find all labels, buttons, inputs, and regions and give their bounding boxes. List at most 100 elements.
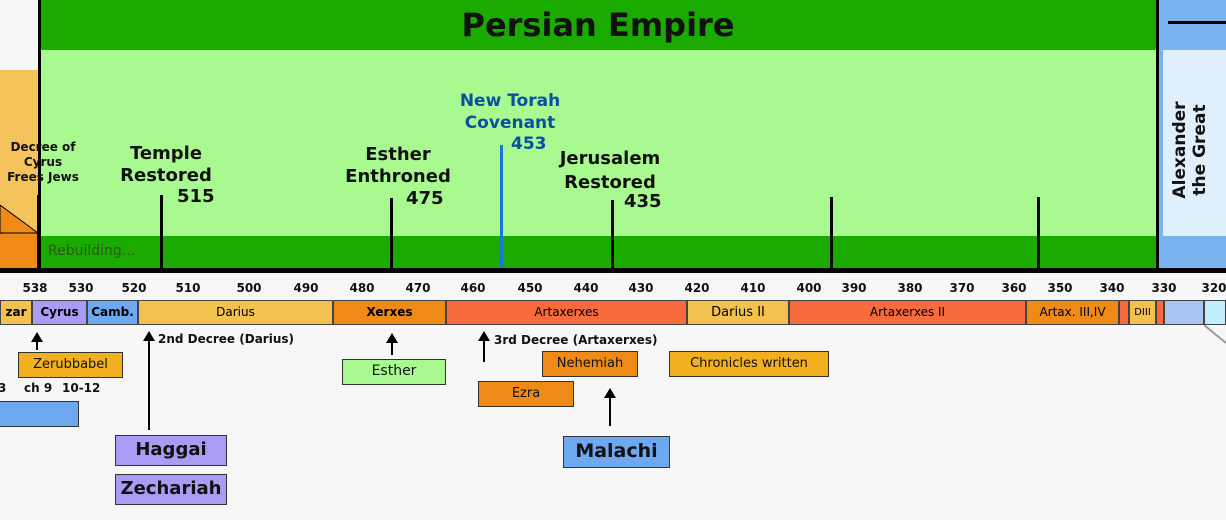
- reign-darius2: Darius II: [687, 300, 789, 325]
- esther-arrow-shaft: [391, 341, 393, 355]
- torah-line2: Covenant: [464, 113, 556, 133]
- tick-510: 510: [175, 281, 201, 295]
- esther-line2: Enthroned: [345, 166, 451, 187]
- persian-empire-top-band: [40, 0, 1156, 50]
- persian-empire-bottom-band: [40, 236, 1156, 268]
- tick-400: 400: [796, 281, 822, 295]
- ezra-chapter-10-12: 10-12: [62, 381, 101, 395]
- torah-label: New Torah Covenant: [446, 90, 574, 134]
- reign-after-alexander: [1204, 300, 1226, 325]
- ezra-chapter-9: ch 9: [24, 381, 53, 395]
- jerusalem-line1: Jerusalem: [559, 148, 661, 169]
- tick-330: 330: [1151, 281, 1177, 295]
- reign-diii: DIII: [1129, 300, 1156, 325]
- decree-cyrus-label: Decree of Cyrus Frees Jews: [0, 140, 86, 185]
- prior-era-band-dark: [0, 232, 38, 268]
- temple-marker: [160, 195, 163, 268]
- reign-artaxerxes: Artaxerxes: [446, 300, 687, 325]
- jerusalem-label: Jerusalem Restored: [548, 147, 672, 195]
- tick-480: 480: [349, 281, 375, 295]
- torah-year: 453: [511, 134, 547, 154]
- prior-era-wedge: [0, 205, 40, 234]
- tick-440: 440: [573, 281, 599, 295]
- nehemiah-box: Nehemiah: [542, 351, 638, 377]
- reign-artaxerxes2: Artaxerxes II: [789, 300, 1026, 325]
- tick-360: 360: [1001, 281, 1027, 295]
- tick-460: 460: [460, 281, 486, 295]
- timeline-axis: [0, 268, 1226, 273]
- alexander-label-line2: the Great: [1190, 104, 1210, 196]
- darius-decree-arrow-head: [143, 331, 155, 341]
- esther-book-box: Esther: [342, 359, 446, 385]
- tick-340: 340: [1099, 281, 1125, 295]
- cyrus-arrow-shaft: [36, 340, 38, 350]
- temple-year: 515: [177, 186, 215, 207]
- reign-darius: Darius: [138, 300, 333, 325]
- decree-cyrus-line3: Frees Jews: [7, 170, 79, 184]
- esther-marker: [390, 198, 393, 268]
- temple-line1: Temple: [129, 143, 203, 164]
- ezra-chapters-bar: [0, 401, 79, 427]
- empire-left-border: [38, 0, 41, 270]
- artaxerxes-decree-arrow-shaft: [483, 340, 485, 362]
- darius-decree-arrow-shaft: [148, 340, 150, 430]
- chronicles-box: Chronicles written: [669, 351, 829, 377]
- tick-500: 500: [236, 281, 262, 295]
- tick-420: 420: [684, 281, 710, 295]
- jerusalem-line2: Restored: [564, 172, 656, 193]
- decree-cyrus-line2: Cyrus: [23, 155, 63, 169]
- torah-marker: [500, 145, 503, 268]
- tick-430: 430: [628, 281, 654, 295]
- zerubbabel-box: Zerubbabel: [18, 352, 123, 378]
- jerusalem-year: 435: [624, 191, 662, 212]
- malachi-arrow-head: [604, 388, 616, 398]
- jerusalem-marker: [611, 200, 614, 268]
- ezra-chapter-3: 3: [0, 381, 7, 395]
- malachi-arrow-shaft: [609, 398, 611, 426]
- tick-350: 350: [1047, 281, 1073, 295]
- malachi-box: Malachi: [563, 436, 670, 468]
- reign-artax34: Artax. III,IV: [1026, 300, 1119, 325]
- cyrus-arrow-head: [31, 332, 43, 342]
- tick-450: 450: [517, 281, 543, 295]
- tick-390: 390: [841, 281, 867, 295]
- alexander-label: Alexander the Great: [1160, 90, 1220, 200]
- decree-cyrus-line1: Decree of: [10, 140, 76, 154]
- tick-380: 380: [897, 281, 923, 295]
- marker-358: [1037, 197, 1040, 268]
- reign-alexander: [1164, 300, 1204, 325]
- alexander-border: [1156, 0, 1159, 270]
- temple-label: Temple Restored: [110, 143, 222, 187]
- tick-490: 490: [293, 281, 319, 295]
- tick-530: 530: [68, 281, 94, 295]
- esther-line1: Esther: [365, 144, 431, 165]
- marker-397: [830, 197, 833, 268]
- reign-filler-1: [1119, 300, 1129, 325]
- temple-line2: Restored: [120, 165, 212, 186]
- zechariah-box: Zechariah: [115, 474, 227, 505]
- rebuilding-label: Rebuilding...: [48, 243, 136, 259]
- esther-label: Esther Enthroned: [336, 144, 460, 188]
- right-edge-connector: [1204, 325, 1226, 344]
- reign-xerxes: Xerxes: [333, 300, 446, 325]
- torah-line1: New Torah: [459, 91, 561, 111]
- artaxerxes-decree-arrow-head: [478, 331, 490, 341]
- tick-410: 410: [740, 281, 766, 295]
- ezra-box: Ezra: [478, 381, 574, 407]
- alexander-label-line1: Alexander: [1170, 101, 1190, 199]
- tick-470: 470: [405, 281, 431, 295]
- esther-arrow-head: [386, 333, 398, 343]
- alexander-inner-band: [1163, 50, 1226, 236]
- esther-year: 475: [406, 188, 444, 209]
- empire-title: Persian Empire: [461, 6, 735, 44]
- tick-520: 520: [121, 281, 147, 295]
- reign-cambyses: Camb.: [87, 300, 138, 325]
- reign-zar: zar: [0, 300, 32, 325]
- reign-cyrus: Cyrus: [32, 300, 87, 325]
- reign-filler-2: [1156, 300, 1164, 325]
- tick-320: 320: [1201, 281, 1226, 295]
- tick-538: 538: [22, 281, 48, 295]
- third-decree-label: 3rd Decree (Artaxerxes): [494, 333, 658, 347]
- haggai-box: Haggai: [115, 435, 227, 466]
- tick-370: 370: [949, 281, 975, 295]
